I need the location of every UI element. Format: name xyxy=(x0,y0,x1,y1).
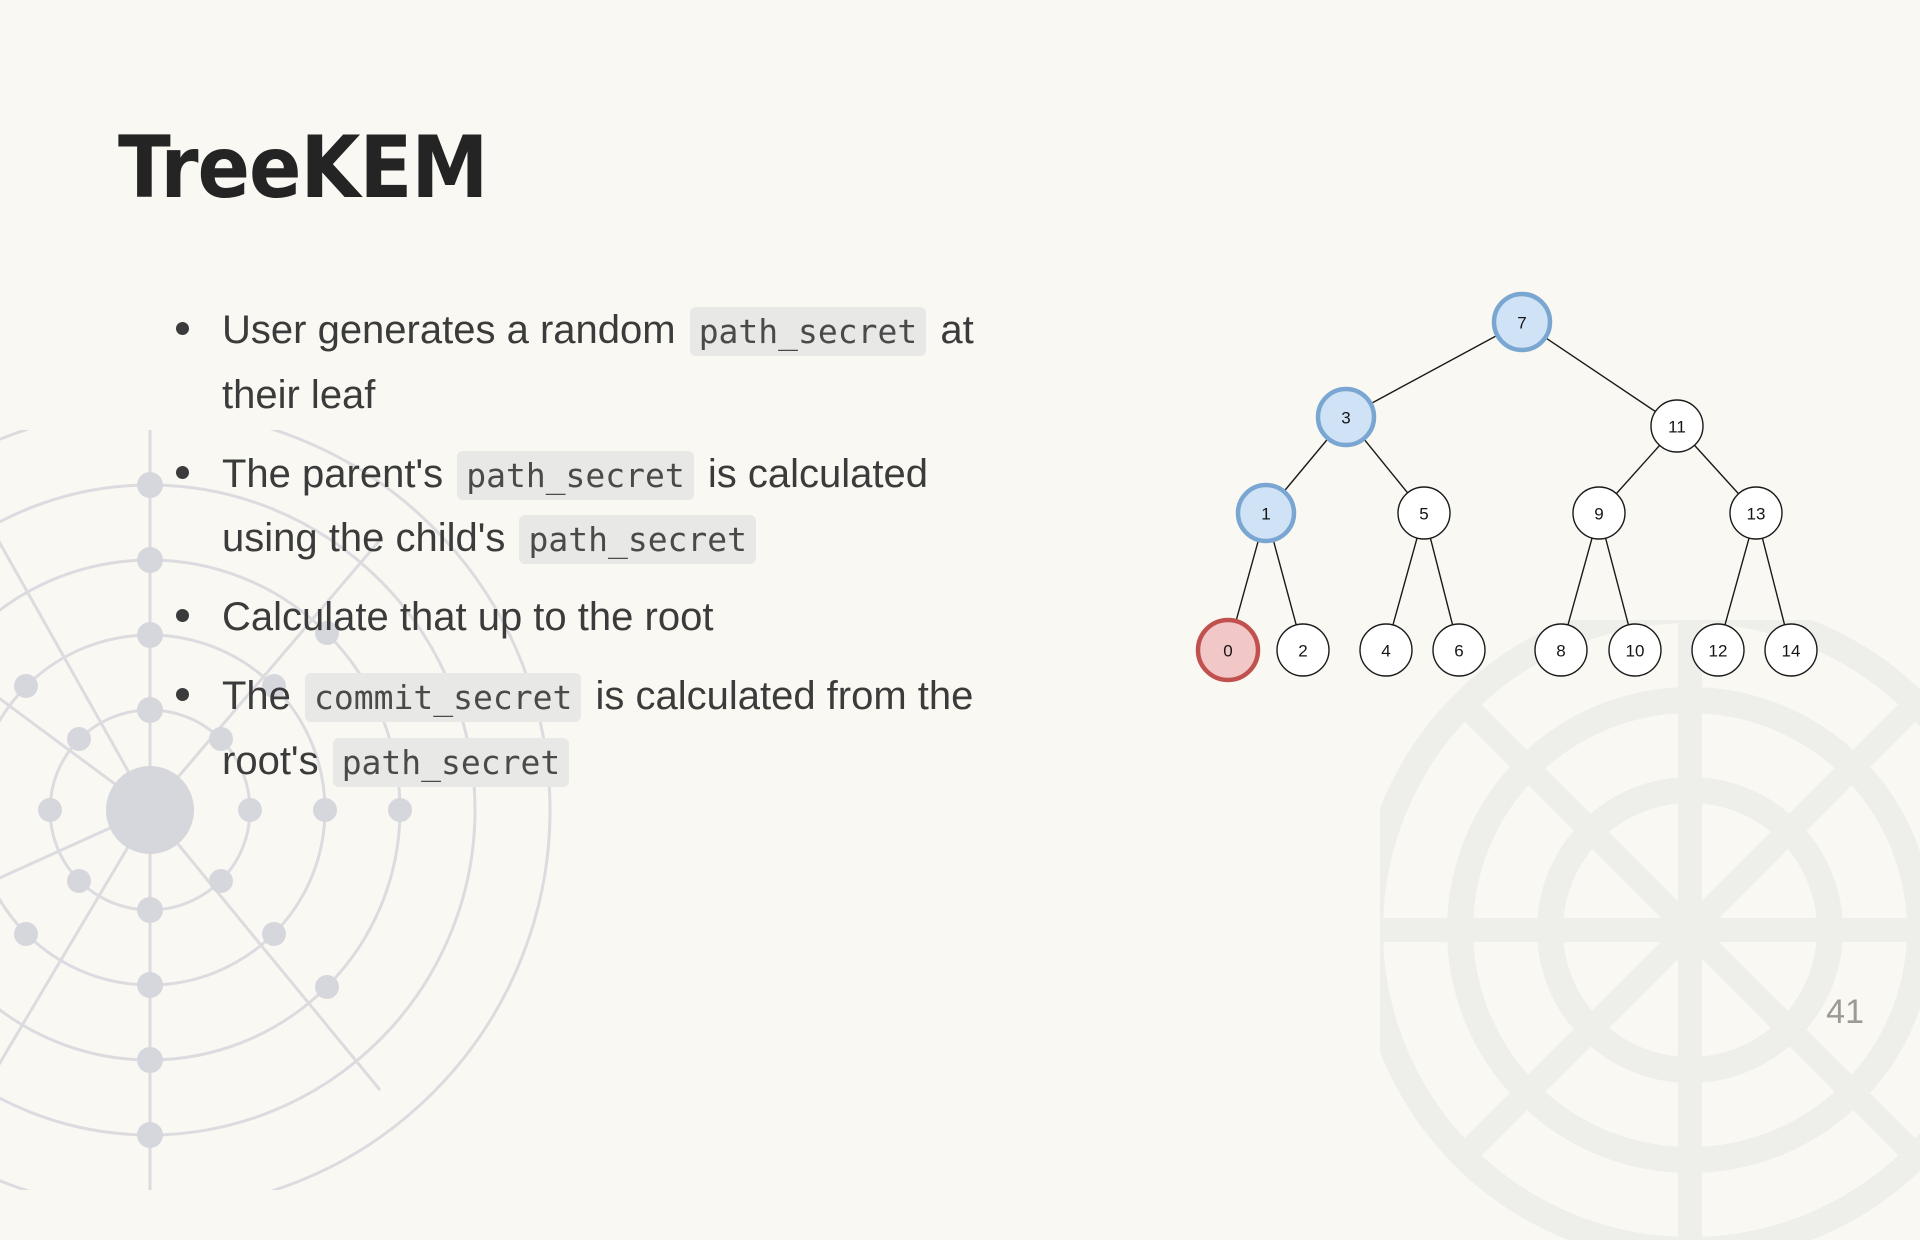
tree-node-10[interactable]: 10 xyxy=(1608,623,1662,677)
bullet-dot-icon xyxy=(176,465,189,479)
tree-edge-11-13 xyxy=(1693,444,1740,495)
tree-node-label: 12 xyxy=(1709,642,1728,661)
tree-edge-7-11 xyxy=(1544,337,1656,413)
bullet-dot-icon xyxy=(176,322,189,335)
tree-edge-7-3 xyxy=(1370,334,1498,405)
tree-edge-layer xyxy=(1235,334,1786,626)
tree-edge-3-1 xyxy=(1283,438,1329,492)
tree-node-label: 0 xyxy=(1223,642,1232,661)
code-token: path_secret xyxy=(457,450,694,500)
tree-node-label: 4 xyxy=(1381,642,1390,661)
tree-node-circle xyxy=(1764,623,1818,677)
tree-node-circle xyxy=(1195,617,1261,683)
tree-node-2[interactable]: 2 xyxy=(1276,623,1330,677)
tree-node-5[interactable]: 5 xyxy=(1397,486,1451,540)
code-token: path_secret xyxy=(519,515,757,565)
tree-node-circle xyxy=(1691,623,1745,677)
bullet-text-0: User generates a random path_secret at t… xyxy=(222,307,974,417)
tree-node-circle xyxy=(1534,623,1588,677)
page-number: 41 xyxy=(1826,993,1864,1031)
tree-node-label: 5 xyxy=(1419,505,1428,524)
tree-node-3[interactable]: 3 xyxy=(1315,386,1377,448)
tree-node-label: 13 xyxy=(1747,505,1766,524)
tree-edge-5-6 xyxy=(1429,538,1454,625)
list-item: The commit_secret is calculated from the… xyxy=(160,664,1020,794)
tree-node-circle xyxy=(1432,623,1486,677)
tree-node-circle xyxy=(1235,482,1297,544)
tree-edge-1-0 xyxy=(1235,539,1260,622)
tree-node-circle xyxy=(1650,399,1704,453)
tree-node-label: 8 xyxy=(1556,642,1565,661)
tree-node-circle xyxy=(1608,623,1662,677)
bullet-text-2: Calculate that up to the root xyxy=(222,595,714,640)
tree-node-8[interactable]: 8 xyxy=(1534,623,1588,677)
tree-node-12[interactable]: 12 xyxy=(1691,623,1745,677)
tree-node-0[interactable]: 0 xyxy=(1195,617,1261,683)
list-item: User generates a random path_secret at t… xyxy=(160,298,1020,428)
tree-node-11[interactable]: 11 xyxy=(1650,399,1704,453)
tree-node-label: 14 xyxy=(1782,642,1801,661)
tree-node-14[interactable]: 14 xyxy=(1764,623,1818,677)
bullet-text-3: The commit_secret is calculated from the… xyxy=(222,672,973,787)
bullet-dot-icon xyxy=(176,609,189,623)
code-token: path_secret xyxy=(332,737,570,787)
tree-node-1[interactable]: 1 xyxy=(1235,482,1297,544)
bullet-list: User generates a random path_secret at t… xyxy=(160,298,1020,808)
tree-node-9[interactable]: 9 xyxy=(1572,486,1626,540)
bullet-dot-icon xyxy=(176,687,189,701)
tree-edge-5-4 xyxy=(1392,537,1418,626)
bullet-text-1: The parent's path_secret is calculated u… xyxy=(222,450,928,565)
tree-node-circle xyxy=(1315,386,1377,448)
tree-node-circle xyxy=(1729,486,1783,540)
tree-node-label: 2 xyxy=(1298,642,1307,661)
page-title: TreeKEM xyxy=(118,118,488,218)
tree-edge-1-2 xyxy=(1272,539,1297,626)
tree-edge-3-5 xyxy=(1363,438,1409,494)
tree-node-circle xyxy=(1397,486,1451,540)
tree-node-label: 3 xyxy=(1341,409,1350,428)
tree-node-label: 9 xyxy=(1594,505,1603,524)
tree-node-circle xyxy=(1359,623,1413,677)
list-item: The parent's path_secret is calculated u… xyxy=(160,442,1020,572)
code-token: commit_secret xyxy=(305,672,582,722)
tree-node-6[interactable]: 6 xyxy=(1432,623,1486,677)
slide-root: TreeKEM User generates a random path_sec… xyxy=(0,118,1920,1240)
tree-edge-13-12 xyxy=(1724,537,1750,626)
tree-edge-9-10 xyxy=(1604,537,1630,626)
tree-node-4[interactable]: 4 xyxy=(1359,623,1413,677)
tree-edge-13-14 xyxy=(1761,538,1786,625)
tree-node-label: 10 xyxy=(1626,642,1645,661)
tree-node-label: 6 xyxy=(1454,642,1463,661)
tree-edge-9-8 xyxy=(1567,537,1593,626)
tree-node-circle xyxy=(1276,623,1330,677)
tree-edge-11-9 xyxy=(1615,444,1661,495)
code-token: path_secret xyxy=(689,307,927,356)
tree-node-13[interactable]: 13 xyxy=(1729,486,1783,540)
tree-node-circle xyxy=(1491,291,1553,353)
list-item: Calculate that up to the root xyxy=(160,585,1020,650)
tree-node-label: 1 xyxy=(1261,505,1270,524)
tree-node-circle xyxy=(1572,486,1626,540)
tree-node-label: 7 xyxy=(1517,314,1526,333)
tree-node-7[interactable]: 7 xyxy=(1491,291,1553,353)
tree-node-label: 11 xyxy=(1668,418,1686,437)
